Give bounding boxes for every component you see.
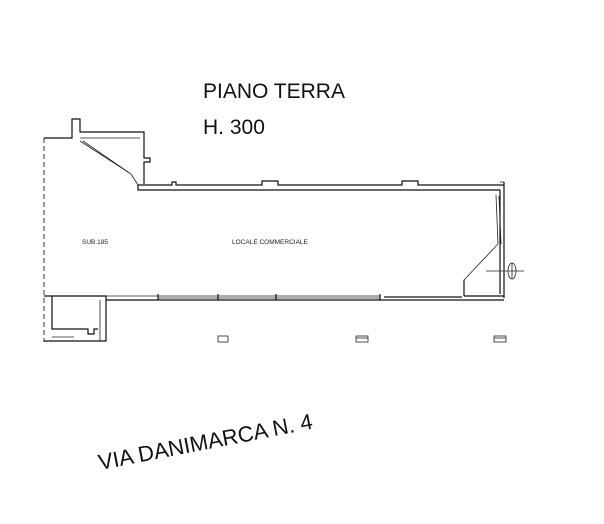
room-label: LOCALE COMMERCIALE bbox=[232, 239, 309, 246]
pillar-marker bbox=[217, 335, 229, 343]
lower-left-annex bbox=[44, 296, 107, 342]
entrance-door-symbol bbox=[486, 262, 524, 280]
entrance-block bbox=[44, 118, 151, 186]
street-label: VIA DANIMARCA N. 4 bbox=[96, 409, 314, 475]
unit-label: SUB.185 bbox=[82, 239, 108, 246]
floor-title: PIANO TERRA bbox=[203, 80, 345, 103]
height-label: H. 300 bbox=[203, 116, 265, 139]
pillar-marker bbox=[493, 335, 507, 343]
pillar-marker bbox=[355, 335, 369, 343]
main-room-walls bbox=[44, 180, 505, 301]
